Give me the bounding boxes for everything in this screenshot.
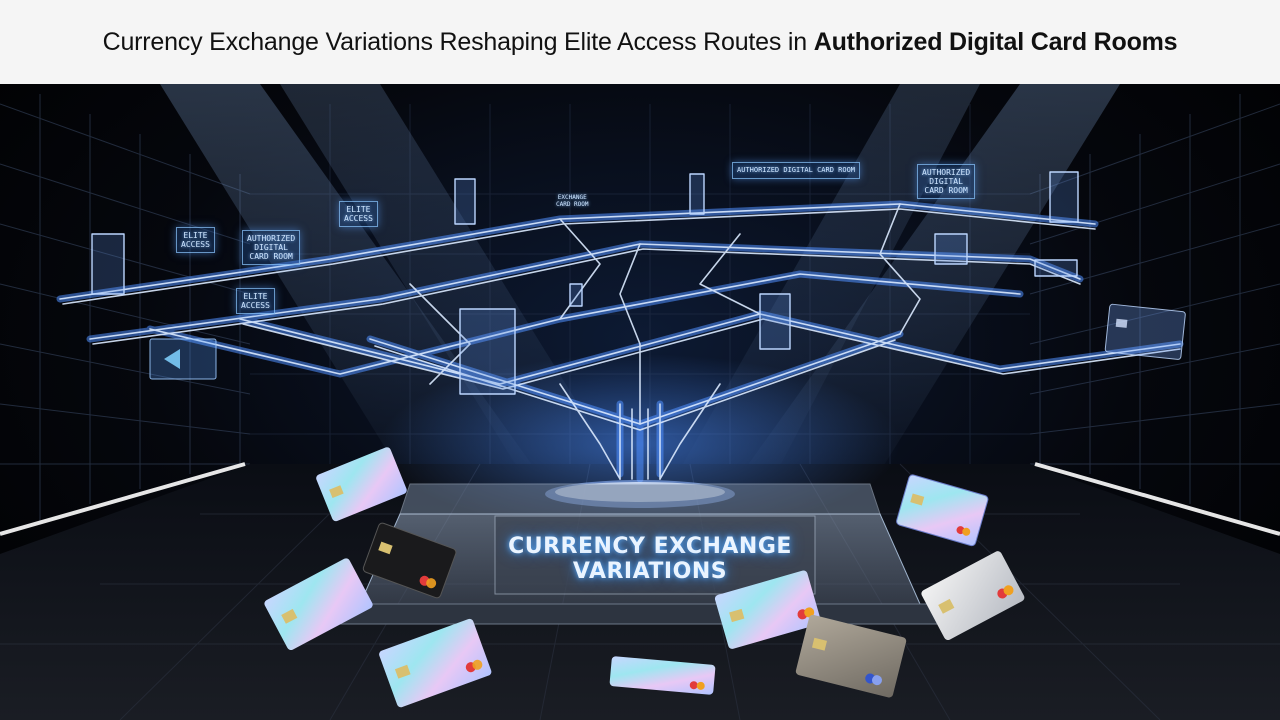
floating-cards [149,303,1186,708]
route-network [56,171,1184,483]
sign-exchange-small: EXCHANGE CARD ROOM [556,194,589,208]
right-grid-wall [1029,94,1280,524]
floor-light-left [0,462,246,536]
page-title: Currency Exchange Variations Reshaping E… [103,28,1178,57]
sign-elite-access-2: ELITE ACCESS [339,201,378,227]
hologram-scene: ELITE ACCESS AUTHORIZED DIGITAL CARD ROO… [0,84,1280,720]
floor-light-right [1034,462,1280,536]
pedestal-label: CURRENCY EXCHANGE VARIATIONS [500,534,800,584]
scene-illustration [0,84,1280,720]
pedestal-label-line1: CURRENCY EXCHANGE [508,534,792,559]
header-bar: Currency Exchange Variations Reshaping E… [0,0,1280,84]
pedestal-label-line2: VARIATIONS [572,559,728,584]
sign-elite-access-1: ELITE ACCESS [176,227,215,253]
sign-authorized-room-top: AUTHORIZED DIGITAL CARD ROOM [732,162,861,179]
left-holo-panel [149,338,217,380]
sign-authorized-room-left: AUTHORIZED DIGITAL CARD ROOM [242,230,301,265]
sign-elite-access-3: ELITE ACCESS [236,288,275,314]
left-grid-wall [0,94,251,524]
title-bold-text: Authorized Digital Card Rooms [813,27,1178,56]
sign-authorized-room-right: AUTHORIZED DIGITAL CARD ROOM [917,164,976,199]
title-regular-text: Currency Exchange Variations Reshaping E… [102,27,814,56]
